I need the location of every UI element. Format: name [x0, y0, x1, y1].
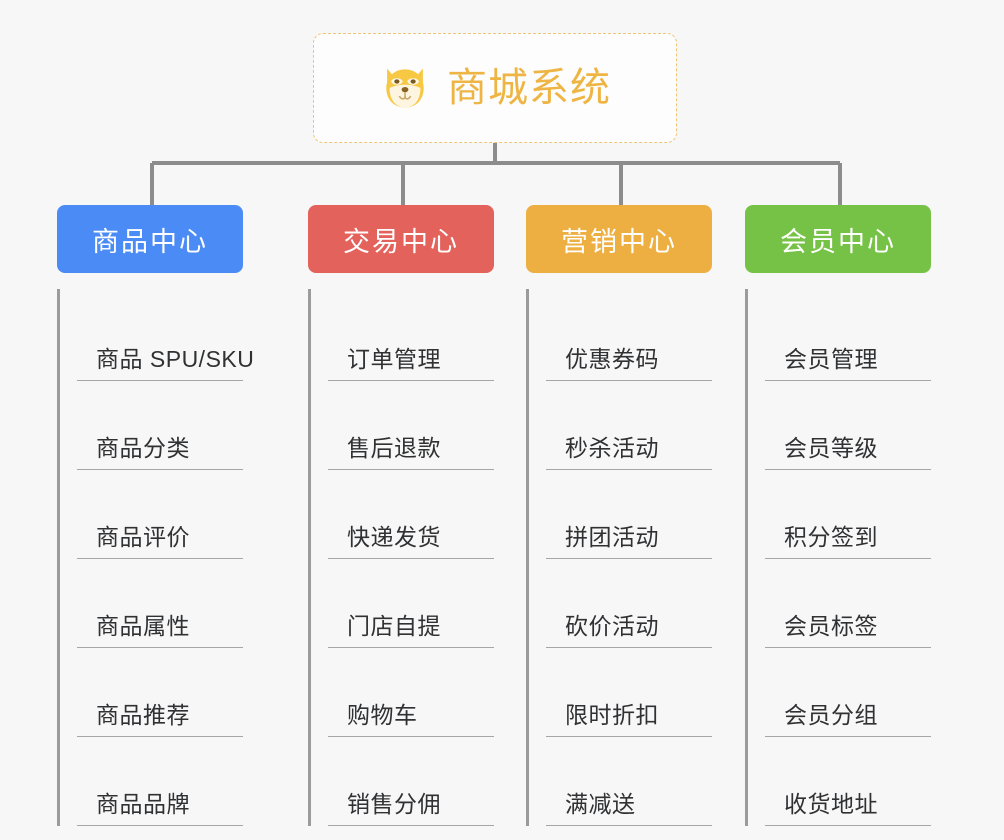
category-header[interactable]: 营销中心 — [526, 205, 712, 273]
leaf-item[interactable]: 积分签到 — [765, 470, 931, 559]
leaf-item[interactable]: 限时折扣 — [546, 648, 712, 737]
leaf-item[interactable]: 收货地址 — [765, 737, 931, 826]
branch-column: 营销中心优惠券码秒杀活动拼团活动砍价活动限时折扣满减送 — [526, 205, 712, 826]
leaf-item[interactable]: 拼团活动 — [546, 470, 712, 559]
leaf-item[interactable]: 购物车 — [328, 648, 494, 737]
leaf-list: 优惠券码秒杀活动拼团活动砍价活动限时折扣满减送 — [526, 289, 712, 826]
leaf-item[interactable]: 会员等级 — [765, 381, 931, 470]
leaf-item[interactable]: 会员管理 — [765, 289, 931, 381]
branch-column: 会员中心会员管理会员等级积分签到会员标签会员分组收货地址 — [745, 205, 931, 826]
category-header-label: 商品中心 — [92, 226, 208, 257]
category-header-label: 营销中心 — [561, 226, 677, 257]
leaf-item[interactable]: 门店自提 — [328, 559, 494, 648]
leaf-item[interactable]: 销售分佣 — [328, 737, 494, 826]
branch-column: 交易中心订单管理售后退款快递发货门店自提购物车销售分佣 — [308, 205, 494, 826]
leaf-item[interactable]: 砍价活动 — [546, 559, 712, 648]
root-title: 商城系统 — [447, 66, 611, 110]
leaf-item[interactable]: 商品属性 — [77, 559, 243, 648]
leaf-item[interactable]: 会员标签 — [765, 559, 931, 648]
category-header-label: 交易中心 — [343, 226, 459, 257]
leaf-item[interactable]: 商品分类 — [77, 381, 243, 470]
leaf-item[interactable]: 商品品牌 — [77, 737, 243, 826]
root-node[interactable]: 商城系统 — [313, 33, 677, 143]
leaf-list: 会员管理会员等级积分签到会员标签会员分组收货地址 — [745, 289, 931, 826]
leaf-item[interactable]: 商品评价 — [77, 470, 243, 559]
leaf-item[interactable]: 优惠券码 — [546, 289, 712, 381]
leaf-list: 订单管理售后退款快递发货门店自提购物车销售分佣 — [308, 289, 494, 826]
leaf-item[interactable]: 秒杀活动 — [546, 381, 712, 470]
category-header[interactable]: 交易中心 — [308, 205, 494, 273]
leaf-item[interactable]: 满减送 — [546, 737, 712, 826]
leaf-item[interactable]: 商品 SPU/SKU — [77, 289, 254, 381]
category-header[interactable]: 商品中心 — [57, 205, 243, 273]
category-header-label: 会员中心 — [780, 226, 896, 257]
category-header[interactable]: 会员中心 — [745, 205, 931, 273]
leaf-item[interactable]: 售后退款 — [328, 381, 494, 470]
leaf-item[interactable]: 商品推荐 — [77, 648, 243, 737]
shiba-dog-emoji-icon — [379, 62, 431, 114]
leaf-item[interactable]: 会员分组 — [765, 648, 931, 737]
leaf-item[interactable]: 快递发货 — [328, 470, 494, 559]
leaf-item[interactable]: 订单管理 — [328, 289, 494, 381]
